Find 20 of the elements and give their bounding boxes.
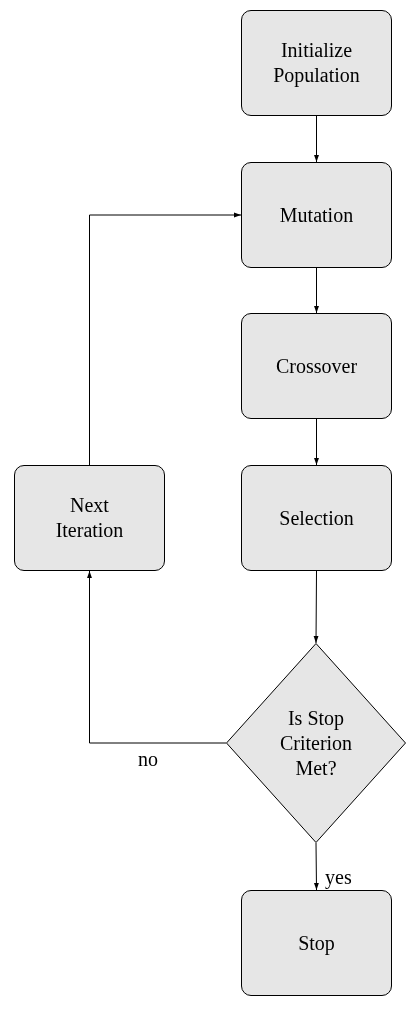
process-box (241, 162, 392, 268)
process-box (241, 465, 392, 571)
arrow (314, 115, 319, 163)
process-box (241, 313, 392, 419)
arrow (314, 267, 319, 314)
process-box (14, 465, 165, 571)
process-label: Initialize Population (272, 38, 361, 88)
process-label: Stop (298, 930, 335, 956)
arrow (314, 418, 319, 466)
arrow (314, 842, 319, 891)
arrow (313, 570, 319, 644)
process-label: Selection (279, 505, 354, 531)
process-box (241, 890, 392, 996)
process-label: Next Iteration (54, 493, 125, 543)
arrow (89, 212, 242, 466)
decision-label: Is Stop Criterion Met? (278, 705, 354, 781)
process-box (241, 10, 392, 116)
process-label: Mutation (279, 202, 354, 228)
process-label: Crossover (275, 353, 358, 379)
arrow (87, 570, 227, 744)
